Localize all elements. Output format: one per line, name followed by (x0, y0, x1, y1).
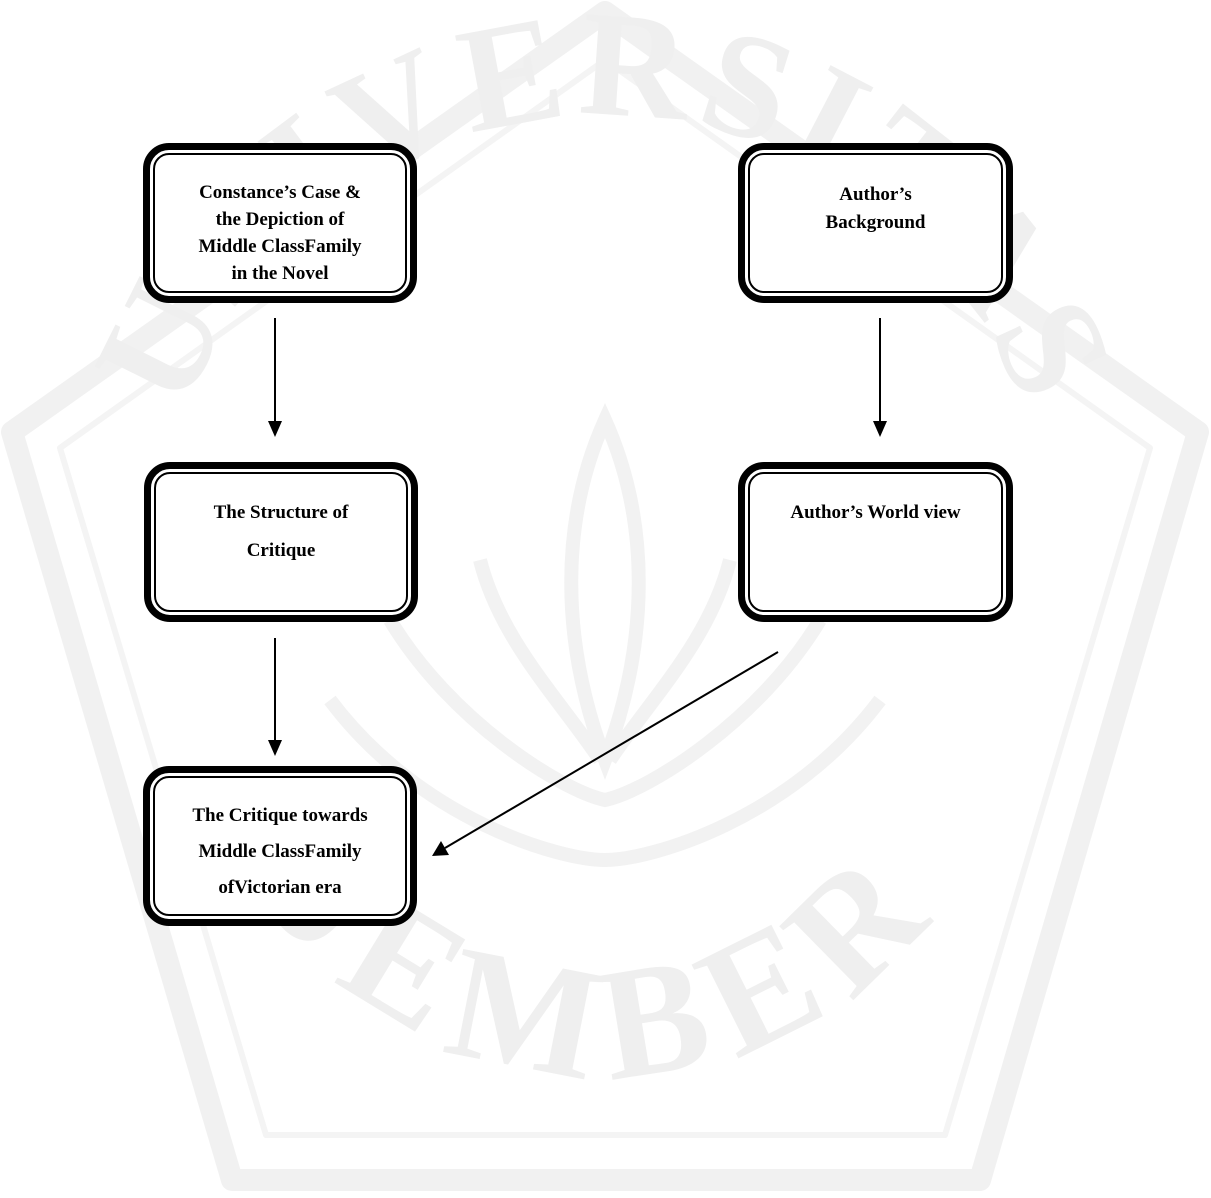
node-author-background-inner: Author’s Background (748, 153, 1003, 293)
seal-leaf-emblem (324, 402, 886, 868)
node-author-background: Author’s Background (738, 143, 1013, 303)
node-author-world-view: Author’s World view (738, 462, 1013, 622)
node-author-background-line-1: Author’s (839, 184, 912, 205)
node-structure-of-critique-line-2: Critique (246, 540, 316, 561)
edge-worldview-to-critique (432, 651, 779, 856)
edge-background-to-worldview (873, 318, 887, 437)
node-constance-case-line-1: Constance’s Case & (199, 182, 361, 203)
node-structure-of-critique-line-1: The Structure of (213, 502, 349, 523)
edge-structure-to-critique (268, 638, 282, 756)
node-critique-towards-line-1: The Critique towards (192, 805, 368, 826)
node-constance-case: Constance’s Case & the Depiction of Midd… (143, 143, 417, 303)
node-constance-case-line-3: Middle ClassFamily (198, 236, 362, 257)
node-constance-case-inner: Constance’s Case & the Depiction of Midd… (153, 153, 407, 293)
node-critique-towards-line-2: Middle ClassFamily (198, 841, 362, 862)
edge-constance-to-structure (268, 318, 282, 437)
seal-pentagon-inner (57, 57, 1153, 1138)
node-constance-case-line-4: in the Novel (231, 263, 329, 284)
node-structure-of-critique-inner: The Structure of Critique (154, 472, 408, 612)
node-structure-of-critique: The Structure of Critique (144, 462, 418, 622)
node-author-world-view-line-1: Author’s World view (790, 502, 961, 523)
node-constance-case-line-2: the Depiction of (215, 209, 345, 230)
node-critique-towards-line-3: ofVictorian era (218, 877, 342, 898)
node-author-background-line-2: Background (825, 212, 926, 233)
node-author-world-view-inner: Author’s World view (748, 472, 1003, 612)
node-critique-towards-inner: The Critique towards Middle ClassFamily … (153, 776, 407, 916)
node-critique-towards: The Critique towards Middle ClassFamily … (143, 766, 417, 926)
